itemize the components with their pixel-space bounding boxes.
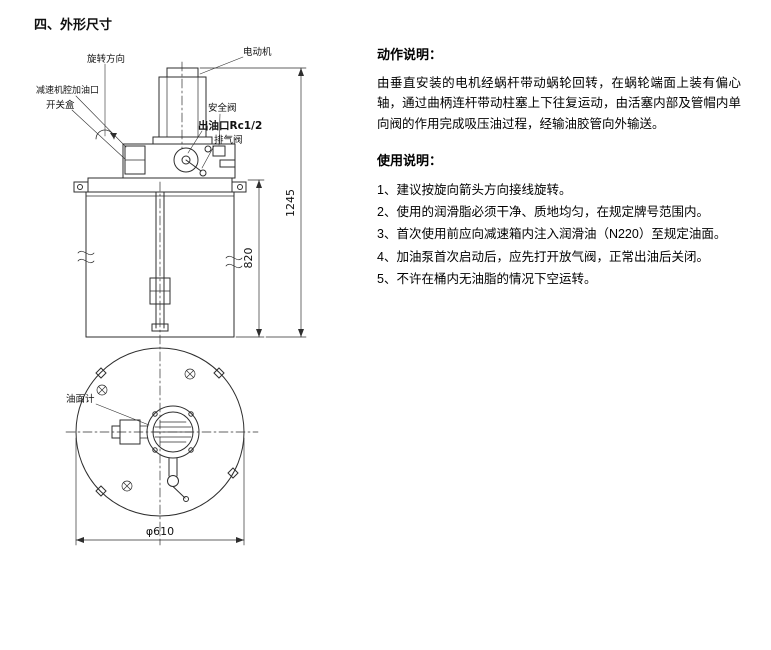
usage-item-2: 2、使用的润滑脂必须干净、质地均匀，在规定牌号范围内。 — [377, 205, 709, 219]
action-section-title: 动作说明： — [377, 47, 443, 62]
label-oil-outlet: 出油口Rc1/2 — [198, 119, 262, 132]
bolt-symbols — [96, 368, 196, 492]
section-heading: 四、外形尺寸 — [34, 17, 113, 32]
label-switch-box: 开关盒 — [46, 99, 75, 111]
pump-shaft-shape — [149, 191, 171, 332]
leader-lines — [71, 56, 244, 426]
label-rotation-direction: 旋转方向 — [87, 53, 125, 65]
usage-item-5: 5、不许在桶内无油脂的情况下空运转。 — [377, 271, 597, 286]
dimension-arrowheads — [76, 68, 304, 543]
usage-section-title: 使用说明： — [377, 152, 443, 168]
label-motor: 电动机 — [243, 46, 272, 58]
action-description: 由垂直安装的电机经蜗杆带动蜗轮回转，在蜗轮端面上装有偏心轴，通过曲柄连杆带动柱塞… — [377, 76, 741, 131]
mounting-plate-shape — [73, 177, 247, 193]
oil-level-gauge-shape — [146, 405, 200, 459]
gauge-mount-shape — [111, 419, 149, 445]
barrel-shape — [77, 191, 243, 338]
pump-head-shape — [122, 143, 236, 179]
front-view — [71, 56, 307, 546]
outline-drawing-svg: 旋转方向 电动机 减速机腔加油口 开关盒 安全阀 出油口Rc1/2 排气阀 油面… — [36, 46, 307, 546]
usage-instructions-list: 1、建议按旋向箭头方向接线旋转。 2、使用的润滑脂必须干净、质地均匀，在规定牌号… — [377, 179, 741, 290]
outline-dimension-drawing: 旋转方向 电动机 减速机腔加油口 开关盒 安全阀 出油口Rc1/2 排气阀 油面… — [30, 40, 380, 590]
label-exhaust-valve: 排气阀 — [214, 134, 243, 146]
usage-item-4: 4、加油泵首次启动后，应先打开放气阀，正常出油后关闭。 — [377, 249, 709, 264]
dimension-610 — [75, 437, 245, 546]
dimension-820 — [235, 179, 265, 338]
crank-handle-shape — [167, 457, 189, 502]
label-safety-valve: 安全阀 — [208, 102, 237, 114]
instructions-column: 动作说明： 由垂直安装的电机经蜗杆带动蜗轮回转，在蜗轮端面上装有偏心轴，通过曲柄… — [377, 44, 741, 290]
label-oil-level-gauge: 油面计 — [66, 393, 95, 405]
dimension-text-1245: 1245 — [284, 189, 297, 217]
usage-item-1: 1、建议按旋向箭头方向接线旋转。 — [377, 182, 572, 197]
usage-item-3: 3、首次使用前应向减速箱内注入润滑油（N220）至规定油面。 — [377, 227, 727, 242]
plan-view — [65, 347, 259, 546]
dimension-1245 — [199, 67, 307, 338]
dimension-text-610: φ610 — [146, 525, 174, 538]
dimension-text-820: 820 — [242, 248, 255, 269]
motor-shape — [152, 67, 213, 145]
label-reducer-fill-port: 减速机腔加油口 — [36, 84, 99, 96]
diagram-labels: 旋转方向 电动机 减速机腔加油口 开关盒 安全阀 出油口Rc1/2 排气阀 油面… — [36, 46, 297, 538]
